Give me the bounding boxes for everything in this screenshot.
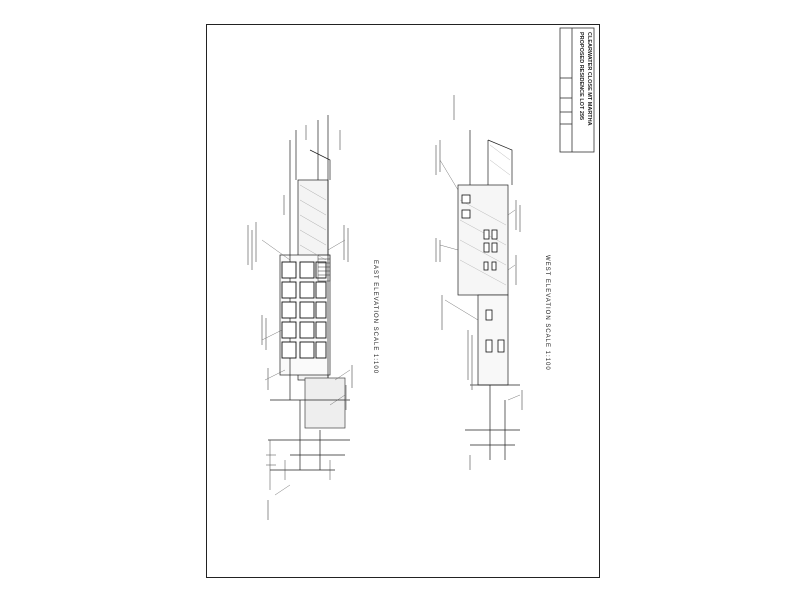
east-elevation xyxy=(247,115,353,520)
title-block-line-1: PROPOSED RESIDENCE LOT 295 xyxy=(578,32,584,121)
east-elevation-caption: EAST ELEVATION SCALE 1:100 xyxy=(372,260,378,375)
west-elevation-caption: WEST ELEVATION SCALE 1:100 xyxy=(544,255,550,371)
title-block xyxy=(559,27,595,153)
title-block-line-2: CLEARWATER CLOSE MT MARTHA xyxy=(586,32,592,126)
drawing-sheet xyxy=(206,24,600,578)
west-elevation xyxy=(435,95,523,470)
